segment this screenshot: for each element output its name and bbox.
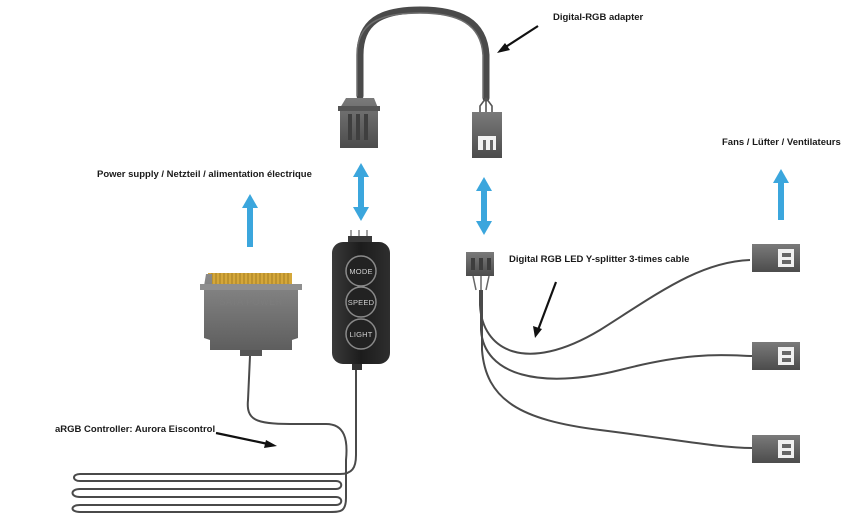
- argb-controller: MODE SPEED LIGHT: [332, 230, 390, 370]
- controller-button-mode: MODE: [345, 255, 377, 287]
- adapter-right-wires: [479, 97, 493, 112]
- pointer-arrow-icon: [497, 25, 539, 53]
- up-arrow-icon: [242, 194, 258, 247]
- label-splitter: Digital RGB LED Y-splitter 3-times cable: [509, 254, 689, 265]
- splitter-connector-slot: [479, 258, 483, 270]
- gold-pins: [208, 273, 292, 286]
- controller-strain-relief: [352, 364, 362, 370]
- adapter-left-rim: [338, 106, 380, 111]
- double-arrow-icon: [476, 177, 492, 235]
- adapter-right-pin: [490, 140, 493, 150]
- sata-power-text: SATA POWER: [219, 297, 282, 307]
- splitter-connector-slot: [471, 258, 475, 270]
- splitter-branch-2: [480, 290, 753, 380]
- adapter-cable-highlight: [356, 12, 484, 98]
- sata-body: [204, 274, 298, 350]
- sata-power-connector: SATA POWER: [200, 273, 302, 356]
- pointer-arrow-icon: [533, 281, 558, 338]
- controller-button-light: LIGHT: [345, 318, 377, 350]
- splitter-branch-3: [481, 290, 753, 449]
- adapter-right-pin-window: [478, 136, 496, 150]
- fan-connector: [752, 244, 800, 272]
- splitter-branch-1: [479, 259, 751, 355]
- fan-connector: [752, 342, 800, 370]
- controller-cable: [71, 355, 357, 513]
- fan-connector: [752, 435, 800, 463]
- up-arrow-icon: [773, 169, 789, 220]
- button-speed-label: SPEED: [348, 298, 375, 307]
- pointer-arrow-icon: [215, 431, 277, 448]
- splitter-wires: [472, 275, 490, 291]
- digital-rgb-adapter: [338, 6, 502, 158]
- button-light-label: LIGHT: [349, 330, 372, 339]
- label-controller: aRGB Controller: Aurora Eiscontrol: [55, 424, 215, 435]
- button-mode-label: MODE: [349, 267, 372, 276]
- controller-header: [348, 236, 372, 244]
- splitter-connector-slot: [487, 258, 491, 270]
- label-power-supply: Power supply / Netzteil / alimentation é…: [97, 169, 312, 180]
- adapter-cable: [356, 6, 490, 102]
- adapter-left-groove: [356, 114, 360, 140]
- label-adapter: Digital-RGB adapter: [553, 12, 644, 23]
- sata-top-rim: [200, 284, 302, 290]
- sata-strain-relief: [240, 350, 262, 356]
- adapter-right-connector: [472, 112, 502, 158]
- controller-button-speed: SPEED: [345, 286, 377, 318]
- adapter-left-groove: [364, 114, 368, 140]
- adapter-left-groove: [348, 114, 352, 140]
- y-splitter-cable: [466, 252, 753, 449]
- label-fans: Fans / Lüfter / Ventilateurs: [722, 137, 841, 148]
- double-arrow-icon: [353, 163, 369, 221]
- adapter-right-pin: [483, 140, 486, 150]
